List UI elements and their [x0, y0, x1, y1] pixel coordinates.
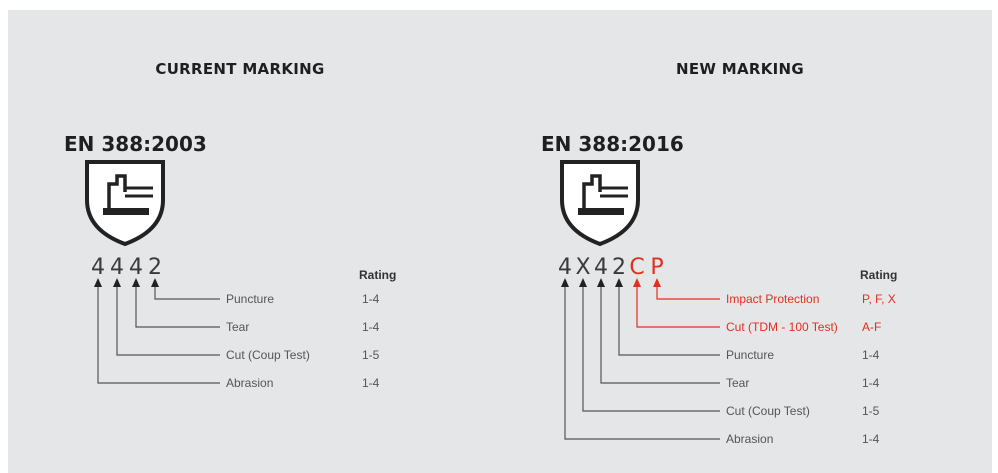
arrow-up-icon: [151, 278, 159, 287]
current-test-label: Cut (Coup Test): [226, 348, 310, 362]
current-marking-section: CURRENT MARKING EN 388:2003 4 4 4 2 Rati…: [64, 60, 396, 390]
new-test-range: 1-4: [862, 376, 880, 390]
new-code-letter-impact: P: [650, 255, 663, 280]
arrow-up-icon: [561, 278, 569, 287]
connector-line: [600, 287, 720, 384]
current-test-label: Tear: [226, 320, 249, 334]
en388-diagram: CURRENT MARKING EN 388:2003 4 4 4 2 Rati…: [64, 60, 897, 446]
comparison-panel: CURRENT MARKING EN 388:2003 4 4 4 2 Rati…: [8, 10, 992, 473]
arrow-up-icon: [615, 278, 623, 287]
arrow-up-icon: [132, 278, 140, 287]
current-code-digit: 2: [148, 255, 162, 280]
arrow-up-icon: [579, 278, 587, 287]
new-code-digit: 4: [558, 255, 572, 280]
arrow-up-icon: [94, 278, 102, 287]
new-test-range: 1-4: [862, 432, 880, 446]
connector-line: [154, 287, 220, 300]
new-code-letter-cut: C: [629, 255, 644, 280]
connector-line: [135, 287, 220, 328]
current-test-range: 1-4: [362, 292, 380, 306]
connector-line: [656, 287, 720, 300]
current-rating-header: Rating: [359, 268, 396, 282]
new-test-range: P, F, X: [862, 292, 896, 306]
new-test-label: Cut (Coup Test): [726, 404, 810, 418]
current-marking-heading: CURRENT MARKING: [155, 60, 324, 78]
current-code-digit: 4: [91, 255, 105, 280]
new-code: 4 X 4 2 C P: [558, 255, 664, 280]
current-test-label: Puncture: [226, 292, 274, 306]
new-test-range: 1-5: [862, 404, 880, 418]
new-code-digit: 4: [594, 255, 608, 280]
new-test-label: Abrasion: [726, 432, 773, 446]
current-test-range: 1-4: [362, 376, 380, 390]
current-test-label: Abrasion: [226, 376, 273, 390]
new-test-label: Puncture: [726, 348, 774, 362]
arrow-up-icon: [597, 278, 605, 287]
new-code-digit: X: [575, 255, 590, 280]
connector-line: [582, 287, 720, 412]
connector-line: [97, 287, 220, 384]
current-test-range: 1-5: [362, 348, 380, 362]
connector-line: [636, 287, 720, 328]
current-code: 4 4 4 2: [91, 255, 162, 280]
new-test-range: A-F: [862, 320, 881, 334]
new-marking-section: NEW MARKING EN 388:2016 4 X 4 2 C P: [541, 60, 897, 446]
new-code-digit: 2: [612, 255, 626, 280]
current-standard-label: EN 388:2003: [64, 132, 207, 156]
new-marking-heading: NEW MARKING: [676, 60, 804, 78]
new-test-range: 1-4: [862, 348, 880, 362]
arrow-up-icon: [113, 278, 121, 287]
arrow-up-icon: [653, 278, 661, 287]
connector-line: [618, 287, 720, 356]
connector-line: [116, 287, 220, 356]
current-test-range: 1-4: [362, 320, 380, 334]
new-standard-label: EN 388:2016: [541, 132, 684, 156]
new-rating-header: Rating: [860, 268, 897, 282]
new-test-label: Cut (TDM - 100 Test): [726, 320, 838, 334]
connector-line: [564, 287, 720, 440]
arrow-up-icon: [633, 278, 641, 287]
new-test-label: Tear: [726, 376, 749, 390]
new-test-label: Impact Protection: [726, 292, 819, 306]
glove-shield-icon: [85, 160, 165, 247]
current-code-digit: 4: [110, 255, 124, 280]
glove-shield-icon: [560, 160, 640, 247]
current-code-digit: 4: [129, 255, 143, 280]
